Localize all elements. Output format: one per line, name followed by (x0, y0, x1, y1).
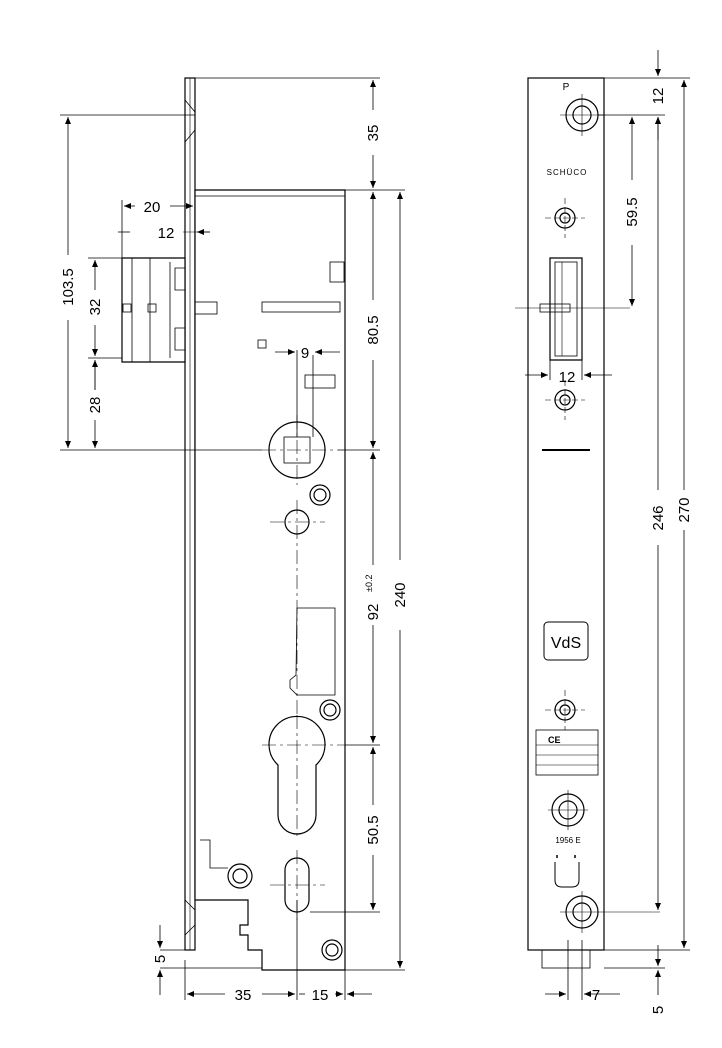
dim-103-5: 103.5 (60, 268, 77, 306)
dim-7: 7 (592, 987, 600, 1004)
dim-28: 28 (87, 397, 104, 414)
dim-12-left: 12 (158, 225, 175, 242)
dim-270: 270 (676, 497, 693, 522)
dim-240: 240 (392, 582, 409, 607)
dim-35-bottom: 35 (235, 987, 252, 1004)
brand-logo: SCHÜCO (547, 168, 588, 177)
dim-12-mid: 12 (559, 369, 576, 386)
dim-5-left: 5 (152, 955, 169, 963)
dim-5-right: 5 (650, 1006, 667, 1014)
dim-32: 32 (87, 299, 104, 316)
side-view (121, 77, 346, 971)
code-label: 1956 E (555, 836, 580, 845)
ce-label-plate (535, 729, 599, 776)
p-mark: P (563, 82, 570, 93)
dim-9: 9 (301, 345, 309, 362)
lock-case (194, 189, 346, 971)
front-view (515, 77, 660, 969)
dim-35-top: 35 (365, 125, 382, 142)
dim-20: 20 (144, 199, 161, 216)
front-view-dimensions (525, 50, 690, 1000)
svg-text:92: 92 (365, 604, 382, 621)
svg-text:±0.2: ±0.2 (364, 575, 374, 592)
dim-50-5: 50.5 (365, 815, 382, 844)
latch-bolt (121, 257, 186, 363)
dim-15: 15 (312, 987, 329, 1004)
dim-12-top: 12 (650, 88, 667, 105)
dim-92: 92 ±0.2 (364, 575, 382, 621)
dim-80-5: 80.5 (365, 315, 382, 344)
side-view-dimensions (60, 77, 405, 1000)
ce-mark: CE (548, 735, 561, 745)
vds-label: VdS (551, 635, 581, 652)
u-symbol-icon (554, 862, 580, 888)
vds-mark-box (543, 621, 589, 661)
dim-59-5: 59.5 (624, 197, 641, 226)
dim-246: 246 (650, 505, 667, 530)
